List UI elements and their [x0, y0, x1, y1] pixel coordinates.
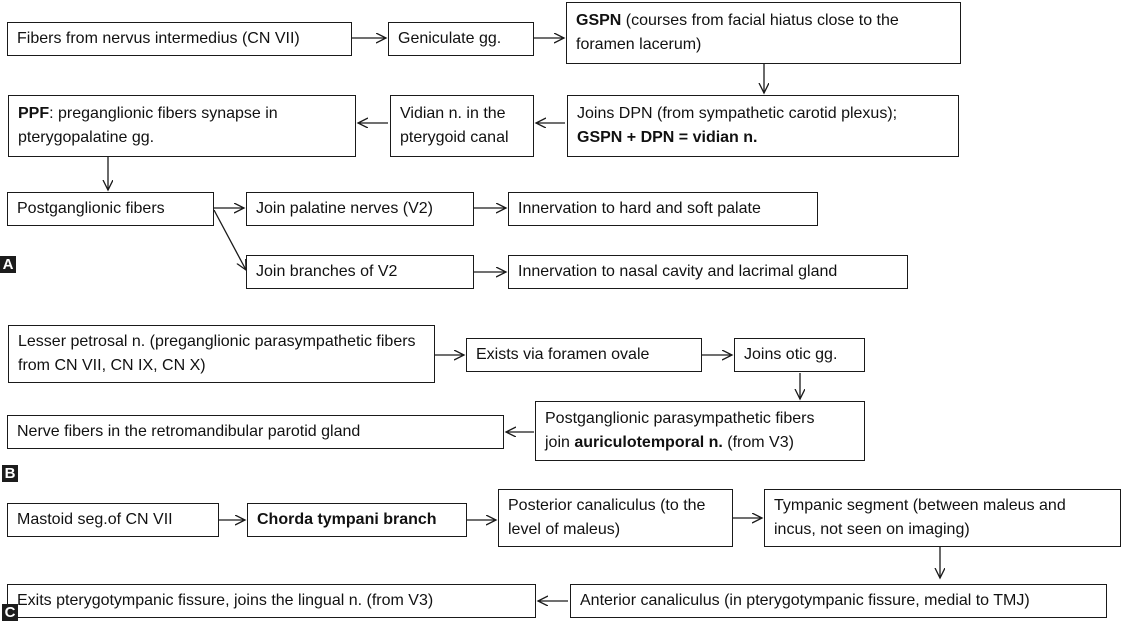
post-join-text: join: [545, 434, 575, 451]
box-text: Fibers from nervus intermedius (CN VII): [17, 30, 300, 47]
box-exits-fissure: Exits pterygotympanic fissure, joins the…: [7, 584, 536, 618]
box-joins-dpn: Joins DPN (from sympathetic carotid plex…: [567, 95, 959, 157]
auriculotemporal-label: auriculotemporal n.: [574, 434, 723, 451]
box-lesser-petrosal: Lesser petrosal n. (preganglionic parasy…: [8, 325, 435, 383]
box-gspn: GSPN (courses from facial hiatus close t…: [566, 2, 961, 64]
panel-label-a: A: [0, 256, 16, 273]
gspn-label: GSPN: [576, 12, 622, 29]
box-text: Tympanic segment (between maleus and inc…: [774, 497, 1066, 538]
box-text: Posterior canaliculus (to the level of m…: [508, 497, 706, 538]
box-nasal-lacrimal: Innervation to nasal cavity and lacrimal…: [508, 255, 908, 289]
box-nervus-intermedius: Fibers from nervus intermedius (CN VII): [7, 22, 352, 56]
box-text: Nerve fibers in the retromandibular paro…: [17, 423, 361, 440]
vidian-equation: GSPN + DPN = vidian n.: [577, 129, 758, 146]
ppf-label: PPF: [18, 105, 50, 122]
box-tympanic-segment: Tympanic segment (between maleus and inc…: [764, 489, 1121, 547]
box-mastoid: Mastoid seg.of CN VII: [7, 503, 219, 537]
box-text: Exits pterygotympanic fissure, joins the…: [17, 592, 434, 609]
box-geniculate: Geniculate gg.: [388, 22, 534, 56]
box-text: Postganglionic fibers: [17, 200, 165, 217]
box-text: Exists via foramen ovale: [476, 346, 650, 363]
box-hard-soft-palate: Innervation to hard and soft palate: [508, 192, 818, 226]
box-text: Join branches of V2: [256, 263, 398, 280]
box-text: Innervation to hard and soft palate: [518, 200, 761, 217]
box-branches-v2: Join branches of V2: [246, 255, 474, 289]
panel-label-b: B: [2, 465, 18, 482]
box-chorda-tympani: Chorda tympani branch: [247, 503, 467, 537]
post-rest-text: (from V3): [722, 434, 794, 451]
box-palatine-nerves: Join palatine nerves (V2): [246, 192, 474, 226]
box-postganglionic-parasympathetic: Postganglionic parasympathetic fibers joi…: [535, 401, 865, 461]
arrow-a9: [213, 209, 246, 270]
joins-dpn-text: Joins DPN (from sympathetic carotid plex…: [577, 105, 898, 122]
ppf-description: : preganglionic fibers synapse in pteryg…: [18, 105, 278, 146]
box-text: Chorda tympani branch: [257, 511, 437, 528]
box-text: Anterior canaliculus (in pterygotympanic…: [580, 592, 1030, 609]
box-text: Mastoid seg.of CN VII: [17, 511, 173, 528]
box-text: Geniculate gg.: [398, 30, 502, 47]
box-foramen-ovale: Exists via foramen ovale: [466, 338, 702, 372]
box-text: Join palatine nerves (V2): [256, 200, 433, 217]
box-retromandibular: Nerve fibers in the retromandibular paro…: [7, 415, 504, 449]
box-posterior-canaliculus: Posterior canaliculus (to the level of m…: [498, 489, 733, 547]
box-vidian: Vidian n. in the pterygoid canal: [390, 95, 534, 157]
box-ppf: PPF: preganglionic fibers synapse in pte…: [8, 95, 356, 157]
box-anterior-canaliculus: Anterior canaliculus (in pterygotympanic…: [570, 584, 1107, 618]
gspn-description: (courses from facial hiatus close to the…: [576, 12, 899, 53]
box-text: Innervation to nasal cavity and lacrimal…: [518, 263, 838, 280]
panel-label-c: C: [2, 604, 18, 621]
box-otic-gg: Joins otic gg.: [734, 338, 865, 372]
box-postganglionic: Postganglionic fibers: [7, 192, 214, 226]
box-text: Joins otic gg.: [744, 346, 838, 363]
box-text: Vidian n. in the pterygoid canal: [400, 105, 509, 146]
box-text: Lesser petrosal n. (preganglionic parasy…: [18, 333, 416, 374]
post-para-text: Postganglionic parasympathetic fibers: [545, 410, 815, 427]
